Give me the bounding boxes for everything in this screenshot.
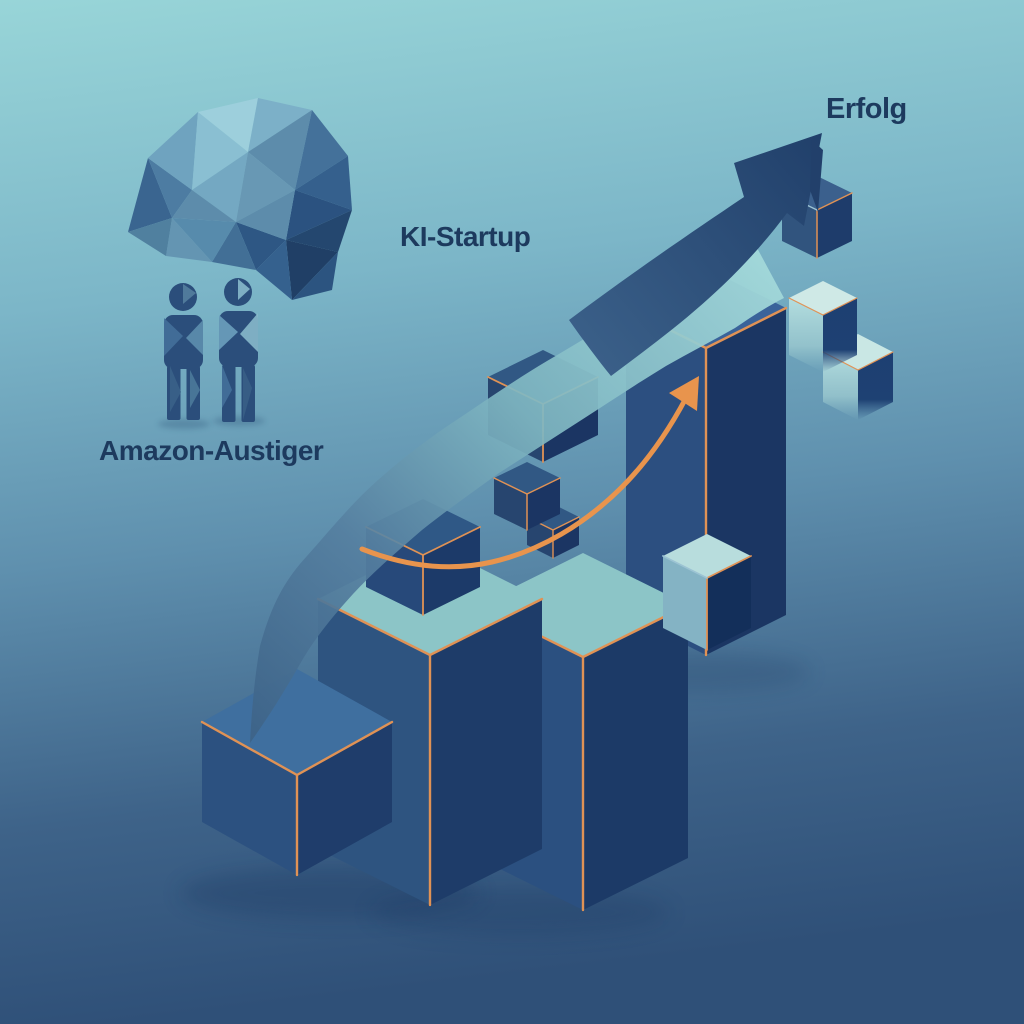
trend-arrow-icon (359, 376, 699, 570)
brain-icon (128, 98, 352, 300)
brain-facet (148, 158, 192, 218)
cube-front-small (662, 534, 752, 651)
person-facet (243, 368, 252, 420)
person-shadow (158, 419, 210, 429)
float-medium-edge (493, 477, 528, 495)
float-medium-edge (526, 477, 561, 495)
erfolg-cube-edge (816, 192, 853, 211)
person-shadow (213, 416, 265, 426)
cube-1 (200, 669, 394, 877)
brain-facet (166, 218, 212, 262)
growth-swoosh-icon (250, 246, 784, 743)
brain-facet (236, 222, 286, 270)
person-facet (240, 313, 258, 352)
person-facet (222, 365, 232, 408)
brain-facet (286, 190, 352, 240)
bar-4-edge (704, 306, 788, 350)
brain-facet (148, 112, 198, 190)
trend-arrow-path (359, 395, 689, 570)
brain-facet (236, 190, 295, 240)
brain-facet (172, 190, 236, 222)
bar-2-right-face (430, 599, 542, 905)
float-medium-right-face (527, 478, 560, 530)
cube-1-edge (200, 720, 299, 777)
front-cube-edge (706, 555, 752, 579)
bar-2-edge (428, 597, 544, 657)
person-facet (170, 366, 181, 412)
person-facet (238, 279, 250, 300)
person-facet (190, 370, 200, 408)
brain-facet (295, 110, 348, 190)
front-cube-left-face (663, 556, 707, 650)
two-people-icon (158, 278, 265, 429)
step-cube-b-right-face (858, 352, 893, 420)
brain-facet (286, 240, 338, 300)
success-arrow-icon (569, 133, 823, 376)
person-facet (219, 315, 238, 350)
person-figure-left (164, 283, 203, 420)
step-cube-b-left-face (823, 352, 858, 420)
brain-facet (248, 98, 312, 152)
float-tiny-edge (552, 516, 580, 531)
cube-float-medium (493, 462, 561, 531)
front-cube-right-face (707, 556, 751, 650)
front-cube-light-edge (662, 555, 708, 579)
cube-step-a (788, 281, 858, 372)
cube-1-right-face (297, 722, 392, 875)
person-facet (186, 320, 203, 355)
cube-1-left-face (202, 722, 297, 875)
bar2-cube-edge (422, 526, 481, 556)
brain-facet (248, 110, 312, 190)
step-cube-a-left-face (789, 298, 823, 372)
brain-facet (192, 152, 248, 222)
erfolg-cube-right-face (817, 193, 852, 258)
brain-facet (192, 112, 248, 190)
brain-facet (128, 218, 172, 256)
brain-facet (172, 218, 236, 262)
cube-step-b (822, 334, 894, 420)
cube-1-edge (295, 720, 394, 777)
brain-facet (212, 222, 256, 270)
label-erfolg: Erfolg (826, 93, 907, 125)
label-ki-startup: KI-Startup (400, 221, 531, 252)
brain-facet (286, 210, 352, 252)
brain-facet (292, 252, 338, 300)
step-cube-a-edge (788, 297, 824, 316)
success-arrow-spike (810, 140, 823, 212)
brain-facet (198, 98, 258, 152)
step-cube-b-edge (857, 351, 894, 371)
label-amazon-austiger: Amazon-Austiger (99, 435, 324, 466)
brain-facet (236, 152, 295, 222)
trend-arrow-head (669, 376, 699, 411)
float-medium-left-face (494, 478, 527, 530)
step-cube-a-right-face (823, 298, 857, 372)
person-figure-right (219, 278, 258, 422)
person-facet (183, 284, 196, 304)
person-facet (164, 318, 183, 356)
success-arrow-body (569, 133, 822, 376)
brain-facet (256, 240, 292, 300)
bar-3-right-face (583, 605, 688, 910)
brain-facet (295, 156, 352, 210)
step-cube-a-edge (822, 297, 858, 316)
brain-facet (128, 158, 172, 232)
